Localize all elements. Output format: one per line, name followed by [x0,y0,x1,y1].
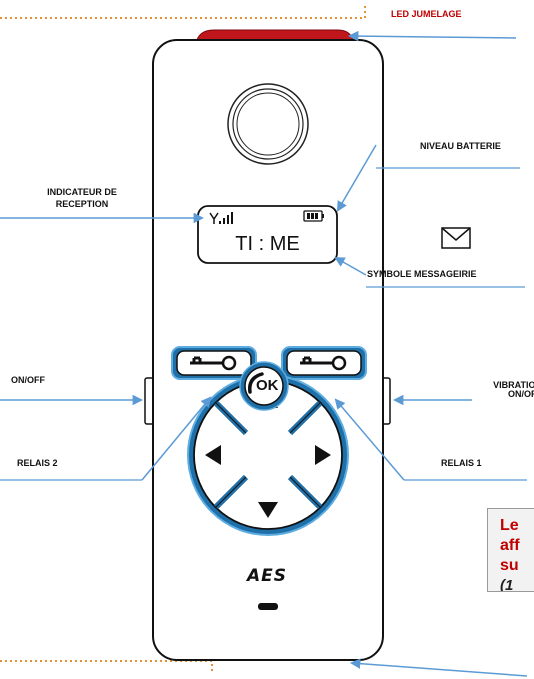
callout-led [347,30,517,42]
callout-relais1 [334,398,527,481]
callout-battery [336,144,520,212]
arrow-left-icon[interactable] [205,445,221,465]
note-line-2: aff [500,537,520,554]
envelope-icon [441,227,471,249]
brand-logo: AES [246,566,287,586]
microphone-slot [258,603,278,610]
note-line-4: (1 [500,577,514,592]
phone-icon [248,372,264,394]
dotted-frame-bottom [0,660,213,674]
arrow-right-icon[interactable] [315,445,331,465]
note-line-1: Le [500,517,519,534]
label-indicateur-reception: INDICATEUR DE RECEPTION [26,186,138,210]
label-on-off: ON/OFF [11,375,45,385]
relais-1-key-button[interactable] [281,346,367,380]
navigation-pad[interactable] [187,374,349,536]
label-relais-1: RELAIS 1 [441,458,482,468]
label-symbole-messagerie: SYMBOLE MESSAGEIRIE [367,269,477,279]
note-line-3: su [500,557,519,574]
label-relais-2: RELAIS 2 [17,458,58,468]
relais-2-key-button[interactable] [171,346,257,380]
key-icon [300,355,347,371]
screen-time-text: TI : ME [235,233,300,255]
label-vibration: VIBRATION ON/OFF [462,379,534,400]
label-vibration-line1: VIBRATION [493,380,534,390]
reception-signal-icon [209,212,233,224]
battery-level-icon [303,210,324,222]
label-indicateur-line2: RECEPTION [55,199,109,209]
callout-relais2 [0,396,212,481]
ok-label[interactable]: OK [256,377,279,394]
label-indicateur-line1: INDICATEUR DE [47,187,117,197]
callout-message [334,256,525,288]
arrow-down-icon[interactable] [258,502,278,518]
key-icon [190,355,237,371]
label-led-jumelage: LED JUMELAGE [391,9,462,19]
callout-bottom [349,658,528,677]
note-box: Le aff su (1 [487,508,534,592]
label-niveau-batterie: NIVEAU BATTERIE [420,141,501,151]
dotted-frame-top [0,5,366,19]
label-vibration-line2: ON/OFF [508,389,534,399]
speaker-grill [227,83,309,165]
